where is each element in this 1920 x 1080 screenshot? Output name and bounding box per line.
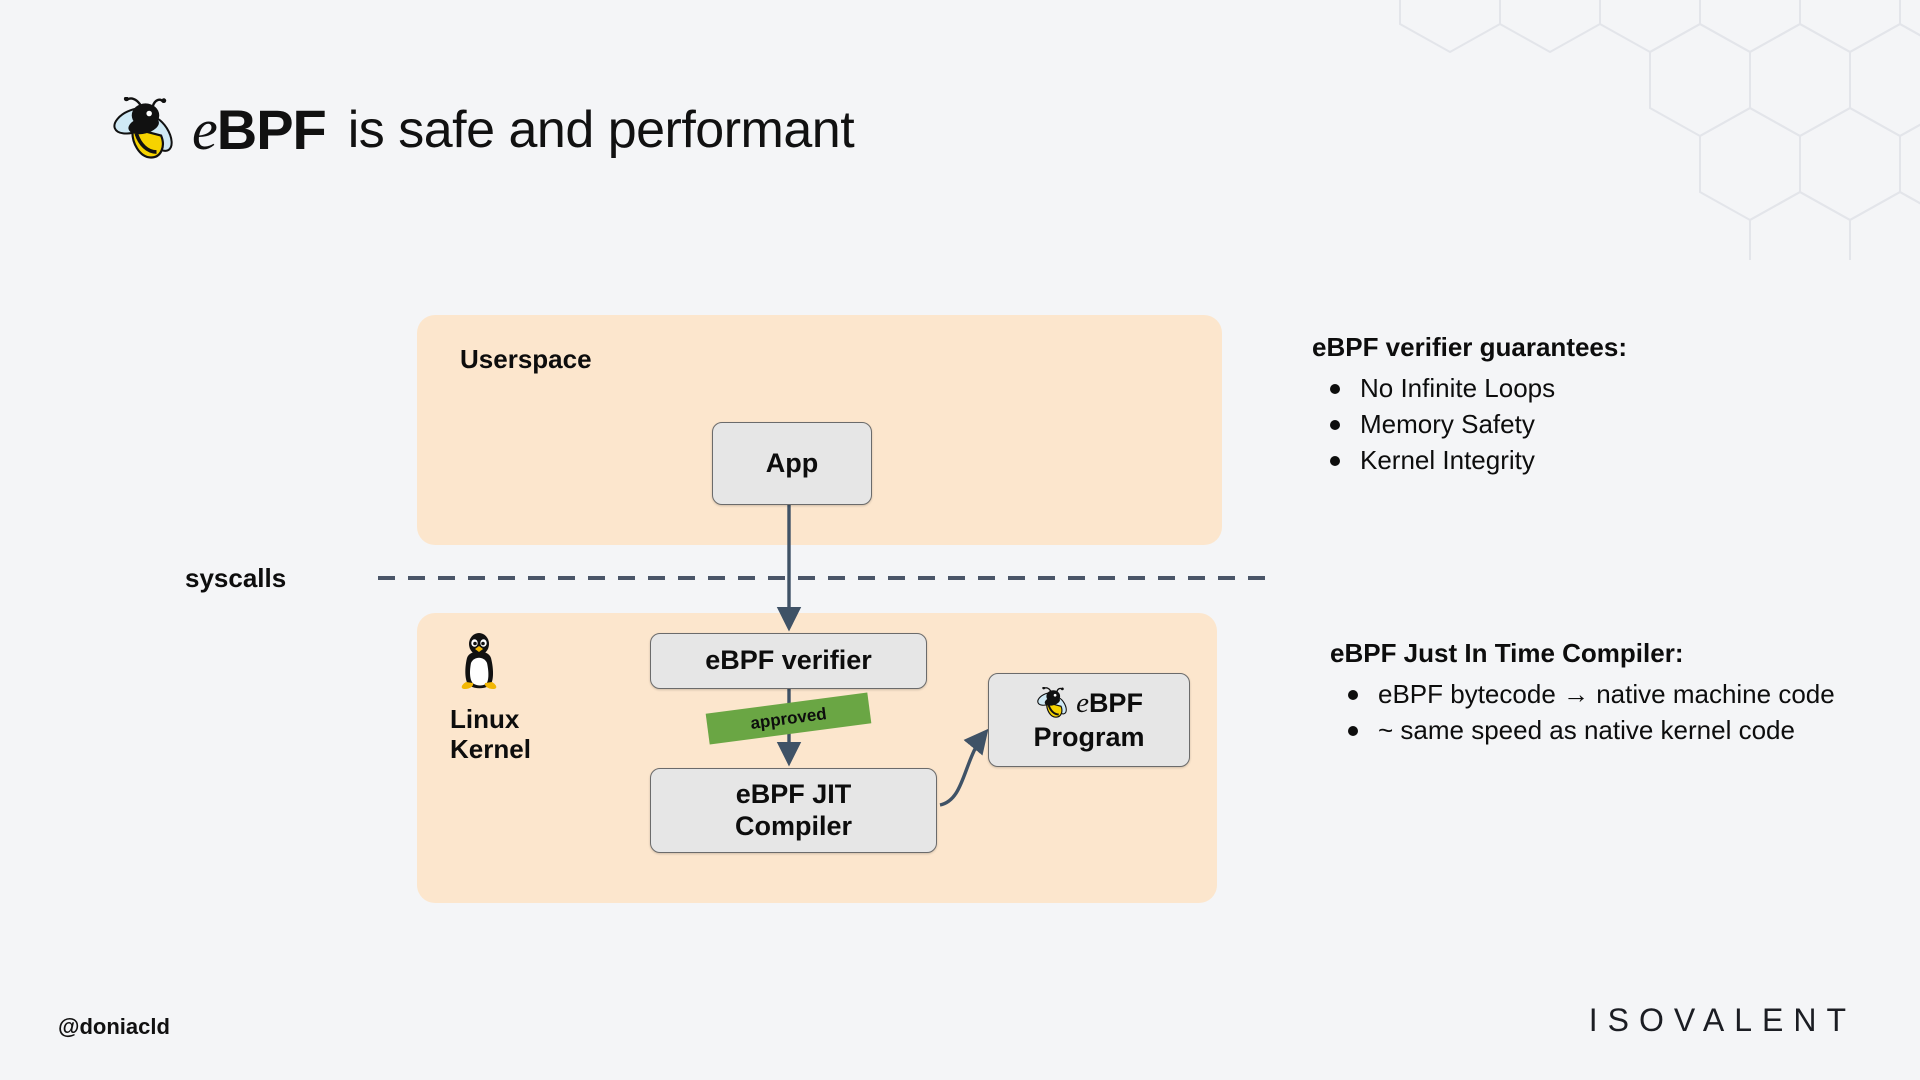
list-item: Kernel Integrity — [1312, 443, 1832, 477]
title-ebpf-bpf: BPF — [216, 98, 327, 161]
ebpf-bee-logo-icon — [113, 97, 173, 159]
ebpf-bee-logo-icon-small — [1037, 686, 1067, 718]
hexagon-pattern-decoration — [1399, 0, 1920, 260]
node-program-ebpf-word: eBPF — [1076, 686, 1143, 720]
isovalent-brand-logo: ISOVALENT — [1588, 1002, 1856, 1038]
page-title: eBPF is safe and performant — [108, 92, 855, 168]
title-text: is safe and performant — [347, 101, 855, 159]
list-item: Memory Safety — [1312, 407, 1832, 441]
node-program-e: e — [1076, 686, 1089, 719]
node-verifier-label: eBPF verifier — [705, 645, 872, 676]
linux-tux-penguin-icon — [461, 633, 497, 689]
side-panel-verifier-list: No Infinite Loops Memory Safety Kernel I… — [1312, 371, 1832, 477]
node-app-label: App — [765, 447, 819, 478]
userspace-zone-label: Userspace — [460, 344, 592, 374]
node-program-label-line2: Program — [1033, 722, 1145, 753]
side-panel-jit-heading: eBPF Just In Time Compiler: — [1330, 638, 1684, 668]
side-panel-jit-compiler: eBPF Just In Time Compiler: eBPF bytecod… — [1330, 638, 1850, 749]
side-panel-jit-list: eBPF bytecode → native machine code ~ sa… — [1330, 677, 1850, 747]
list-item: eBPF bytecode → native machine code — [1330, 677, 1850, 711]
kernel-zone-label: Linux Kernel — [450, 704, 531, 765]
title-ebpf-e: e — [192, 97, 218, 162]
node-ebpf-verifier[interactable]: eBPF verifier — [650, 633, 927, 689]
kernel-label-line2: Kernel — [450, 733, 531, 764]
side-panel-verifier-guarantees: eBPF verifier guarantees: No Infinite Lo… — [1312, 332, 1832, 479]
list-item: No Infinite Loops — [1312, 371, 1832, 405]
node-program-bpf: BPF — [1088, 687, 1143, 718]
node-ebpf-jit-compiler[interactable]: eBPF JIT Compiler — [650, 768, 937, 853]
node-jit-label-line2: Compiler — [734, 810, 853, 841]
list-item: ~ same speed as native kernel code — [1330, 713, 1850, 747]
author-handle: @doniacld — [58, 1014, 170, 1039]
syscalls-label: syscalls — [185, 563, 287, 593]
kernel-label-line1: Linux — [450, 704, 520, 734]
node-ebpf-program[interactable]: eBPF Program — [988, 673, 1190, 767]
node-app[interactable]: App — [712, 422, 872, 505]
title-ebpf-word: eBPF — [192, 98, 327, 161]
node-program-top-row: eBPF — [1035, 686, 1143, 720]
approved-banner-label: approved — [749, 703, 828, 733]
node-jit-label-line1: eBPF JIT — [735, 778, 852, 809]
side-panel-verifier-heading: eBPF verifier guarantees: — [1312, 332, 1628, 362]
